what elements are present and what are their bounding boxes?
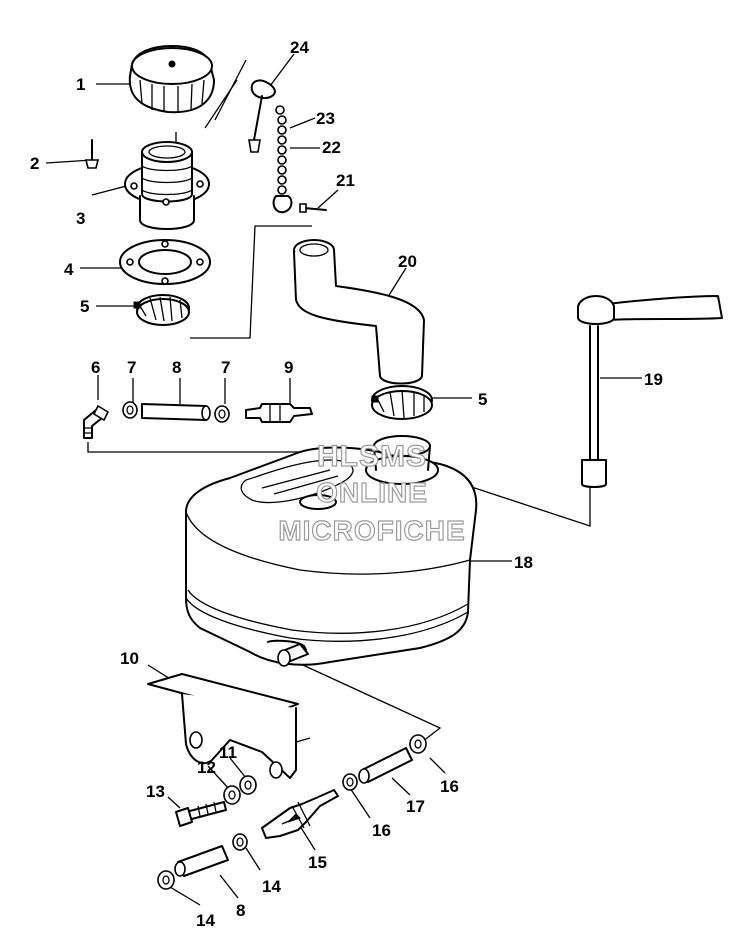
- leader-lines: [45, 53, 642, 906]
- callout-6: 6: [91, 358, 100, 377]
- fuel-line-assembly: [157, 734, 427, 890]
- watermark-line-1: HLSMS: [317, 440, 427, 473]
- callout-18: 18: [514, 553, 533, 572]
- callout-7-right: 7: [221, 358, 230, 377]
- callout-21: 21: [336, 171, 355, 190]
- callout-24: 24: [290, 38, 309, 57]
- callout-8-upper: 8: [172, 358, 181, 377]
- callout-labels: 1 2 3 4 5 5 6 7 7 8 9 10 11 12 13 14 14 …: [30, 38, 663, 930]
- cap-tether-chain: [248, 79, 327, 214]
- filler-hose: [293, 239, 425, 385]
- callout-9: 9: [284, 358, 293, 377]
- callout-5-lower: 5: [478, 390, 487, 409]
- callout-13: 13: [146, 782, 165, 801]
- bracket-bolt-assembly: [175, 775, 257, 827]
- fuel-tank: [185, 435, 478, 667]
- watermark-line-3: MICROFICHE: [278, 515, 465, 546]
- callout-11: 11: [219, 743, 237, 762]
- screw: [84, 139, 100, 169]
- hose-clamp-upper: [133, 294, 190, 326]
- callout-5-upper: 5: [80, 297, 89, 316]
- callout-10: 10: [120, 649, 139, 668]
- callout-3: 3: [76, 209, 85, 228]
- callout-20: 20: [398, 252, 417, 271]
- mounting-bracket: [147, 673, 299, 779]
- watermark: HLSMS ONLINE MICROFICHE: [278, 439, 466, 546]
- fuel-gauge: [577, 295, 723, 488]
- filler-neck: [124, 141, 210, 230]
- callout-12: 12: [197, 758, 216, 777]
- callout-17: 17: [406, 797, 425, 816]
- watermark-line-2: ONLINE: [316, 477, 428, 508]
- callout-8-lower: 8: [236, 901, 245, 920]
- callout-7-left: 7: [127, 358, 136, 377]
- callout-14-upper: 14: [262, 877, 281, 896]
- callout-16-lower: 16: [372, 821, 391, 840]
- callout-15: 15: [308, 853, 327, 872]
- callout-4: 4: [64, 260, 74, 279]
- gasket: [119, 239, 211, 285]
- hose-clamp-lower: [371, 385, 433, 420]
- callout-22: 22: [322, 138, 341, 157]
- callout-14-lower: 14: [196, 911, 215, 930]
- filler-cap: [128, 45, 215, 114]
- callout-1: 1: [76, 75, 85, 94]
- callout-19: 19: [644, 370, 663, 389]
- callout-2: 2: [30, 154, 39, 173]
- callout-23: 23: [316, 109, 335, 128]
- callout-16-upper: 16: [440, 777, 459, 796]
- vent-fittings-row: [83, 401, 313, 439]
